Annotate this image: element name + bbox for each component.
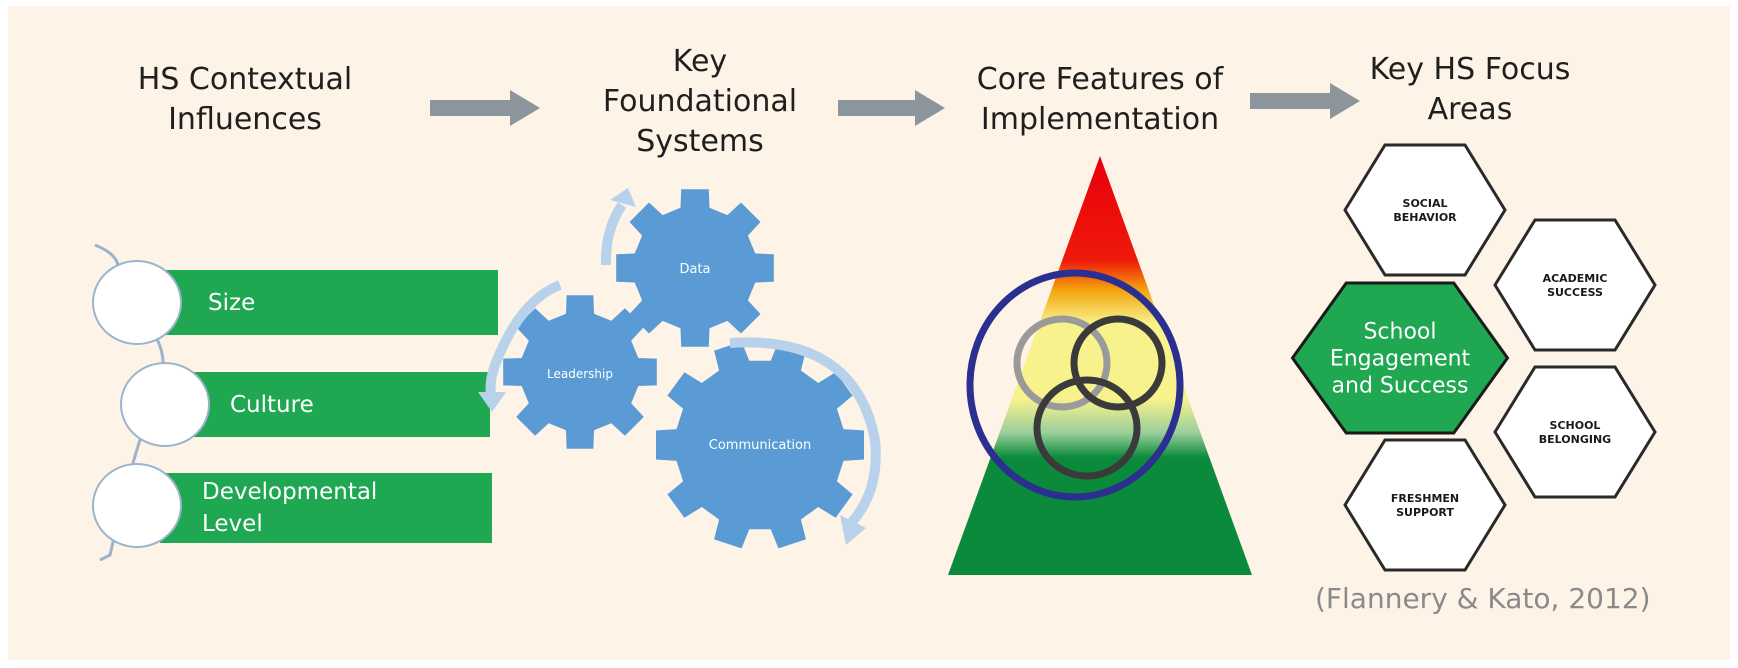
- influence-label-size: Size: [208, 289, 256, 316]
- hexagon-shape: [1493, 365, 1657, 499]
- hexagon-shape: [1343, 438, 1507, 572]
- outer-ring: [966, 269, 1184, 501]
- hexagon-label: SUPPORT: [1396, 506, 1454, 519]
- influence-bar-size: Size: [160, 270, 498, 335]
- gear-label-data: Data: [679, 262, 710, 277]
- cycle-arrow-head: [840, 515, 866, 545]
- hexagon-shape: [1290, 281, 1510, 435]
- hexagon-label: BEHAVIOR: [1393, 211, 1457, 224]
- influence-bar-developmental-level: Developmental Level: [160, 473, 492, 543]
- influence-label-developmental-level: Developmental Level: [202, 479, 378, 537]
- arrow-right-icon: [838, 90, 945, 126]
- influence-bar-culture: Culture: [190, 372, 490, 437]
- cycle-arrow-right: [729, 337, 881, 526]
- heading-focus-areas: Key HS Focus Areas: [1330, 50, 1610, 130]
- cycle-arrow-head: [610, 188, 636, 207]
- influence-label-culture: Culture: [230, 391, 314, 418]
- influence-circle-culture: [120, 362, 210, 447]
- hexagon-label: Engagement: [1330, 347, 1471, 372]
- hexagon-shape: [1343, 143, 1507, 277]
- hexagon-label: and Success: [1332, 374, 1469, 399]
- hexagon-label: SUCCESS: [1547, 286, 1603, 299]
- hexagon-label: FRESHMEN: [1391, 492, 1459, 505]
- gear-leadership: [503, 295, 657, 449]
- pyramid-triangle: [948, 156, 1252, 575]
- ring-dark-upper: [1070, 315, 1166, 411]
- cycle-arrow-top: [600, 202, 627, 266]
- heading-focus-line1: Key HS Focus: [1369, 52, 1571, 87]
- heading-foundational-line3: Systems: [636, 124, 764, 159]
- citation-text: (Flannery & Kato, 2012): [1315, 582, 1651, 615]
- hexagon-label: ACADEMIC: [1543, 272, 1608, 285]
- ring-gray: [1013, 315, 1111, 411]
- influence-circle-size: [92, 260, 182, 345]
- heading-focus-line2: Areas: [1427, 92, 1513, 127]
- heading-contextual-line2: Influences: [168, 102, 322, 137]
- citation: (Flannery & Kato, 2012): [1315, 582, 1651, 615]
- gear-label-leadership: Leadership: [547, 367, 613, 381]
- heading-foundational-line2: Foundational: [602, 84, 798, 119]
- heading-contextual-line1: HS Contextual: [137, 62, 353, 97]
- heading-core-line1: Core Features of: [976, 62, 1224, 97]
- hexagon-label: School: [1363, 320, 1436, 345]
- heading-contextual-influences: HS Contextual Influences: [110, 60, 380, 140]
- cycle-arrow-head: [478, 392, 506, 412]
- ring-dark-lower: [1033, 376, 1141, 480]
- hexagon-shape: [1493, 218, 1657, 352]
- hexagon-label: SCHOOL: [1550, 419, 1601, 432]
- gear-data: [616, 189, 774, 347]
- heading-core-features: Core Features of Implementation: [940, 60, 1260, 140]
- cycle-arrow-left: [485, 280, 562, 400]
- hexagon-label: BELONGING: [1539, 433, 1611, 446]
- gear-label-communication: Communication: [709, 438, 811, 453]
- heading-foundational-line1: Key: [672, 44, 728, 79]
- arrow-right-icon: [430, 90, 540, 126]
- heading-foundational-systems: Key Foundational Systems: [540, 42, 860, 162]
- heading-core-line2: Implementation: [980, 102, 1220, 137]
- gear-communication: [656, 341, 864, 549]
- influence-circle-developmental-level: [92, 463, 182, 548]
- hexagon-label: SOCIAL: [1403, 197, 1448, 210]
- arrow-right-icon: [1250, 83, 1360, 119]
